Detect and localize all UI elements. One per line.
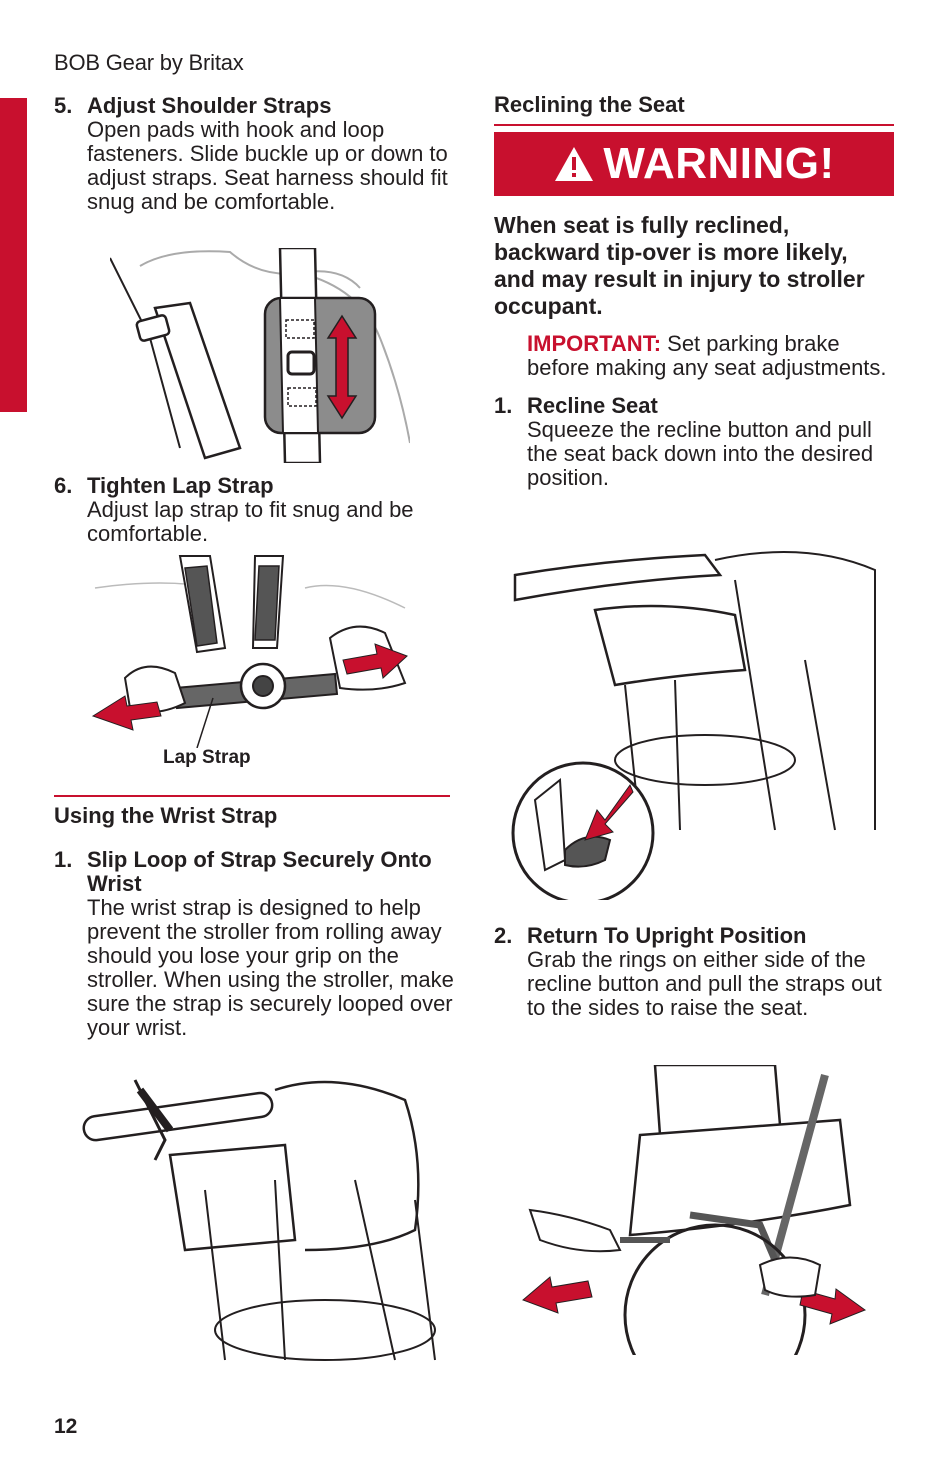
step-number: 2. — [494, 923, 513, 948]
step-adjust-shoulder-straps: 5. Adjust Shoulder Straps Open pads with … — [54, 94, 454, 214]
step-body: Squeeze the recline button and pull the … — [527, 417, 874, 490]
step-title: Adjust Shoulder Straps — [87, 93, 332, 118]
step-slip-loop: 1. Slip Loop of Strap Securely Onto Wrist… — [54, 848, 454, 1040]
right-column: Reclining the Seat WARNING! When seat is… — [494, 92, 894, 490]
section-title: Using the Wrist Strap — [54, 803, 278, 828]
step-title: Slip Loop of Strap Securely Onto Wrist — [87, 847, 432, 896]
warning-banner: WARNING! — [494, 132, 894, 196]
shoulder-strap-illustration — [110, 248, 410, 463]
step-number: 1. — [54, 847, 73, 872]
wrist-strap-section: Using the Wrist Strap — [54, 795, 450, 835]
important-note: IMPORTANT: Set parking brake before maki… — [494, 332, 894, 380]
step-title: Tighten Lap Strap — [87, 473, 274, 498]
upright-position-illustration — [522, 1065, 867, 1355]
step-body: Grab the rings on either side of the rec… — [527, 947, 882, 1020]
brand-header: BOB Gear by Britax — [54, 50, 244, 75]
step-tighten-lap-strap: 6. Tighten Lap Strap Adjust lap strap to … — [54, 474, 454, 546]
section-title: Reclining the Seat — [494, 92, 685, 117]
wrist-strap-illustration — [82, 1079, 436, 1361]
lap-strap-caption: Lap Strap — [163, 747, 251, 768]
warning-triangle-icon — [555, 147, 594, 181]
step-body: Adjust lap strap to fit snug and be comf… — [87, 497, 414, 546]
step-number: 6. — [54, 473, 73, 498]
step-title: Return To Upright Position — [527, 923, 807, 948]
step-return-upright: 2. Return To Upright Position Grab the ri… — [494, 924, 894, 1020]
step-title: Recline Seat — [527, 393, 658, 418]
reclining-section-header: Reclining the Seat — [494, 92, 894, 126]
step-number: 5. — [54, 93, 73, 118]
page-number: 12 — [54, 1415, 78, 1438]
left-column: 5. Adjust Shoulder Straps Open pads with … — [54, 94, 454, 214]
step-body: Open pads with hook and loop fasteners. … — [87, 117, 448, 214]
recline-seat-illustration — [511, 551, 876, 900]
step-recline-seat: 1. Recline Seat Squeeze the recline butto… — [494, 394, 894, 490]
lap-strap-illustration — [91, 555, 408, 748]
warning-text: When seat is fully reclined, backward ti… — [494, 212, 865, 319]
chapter-tab — [0, 98, 27, 412]
step-body: The wrist strap is designed to help prev… — [87, 895, 454, 1040]
important-text: Set parking brake before making any seat… — [527, 331, 887, 380]
warning-label: WARNING! — [603, 139, 835, 188]
step-number: 1. — [494, 393, 513, 418]
important-label: IMPORTANT: — [527, 331, 662, 356]
